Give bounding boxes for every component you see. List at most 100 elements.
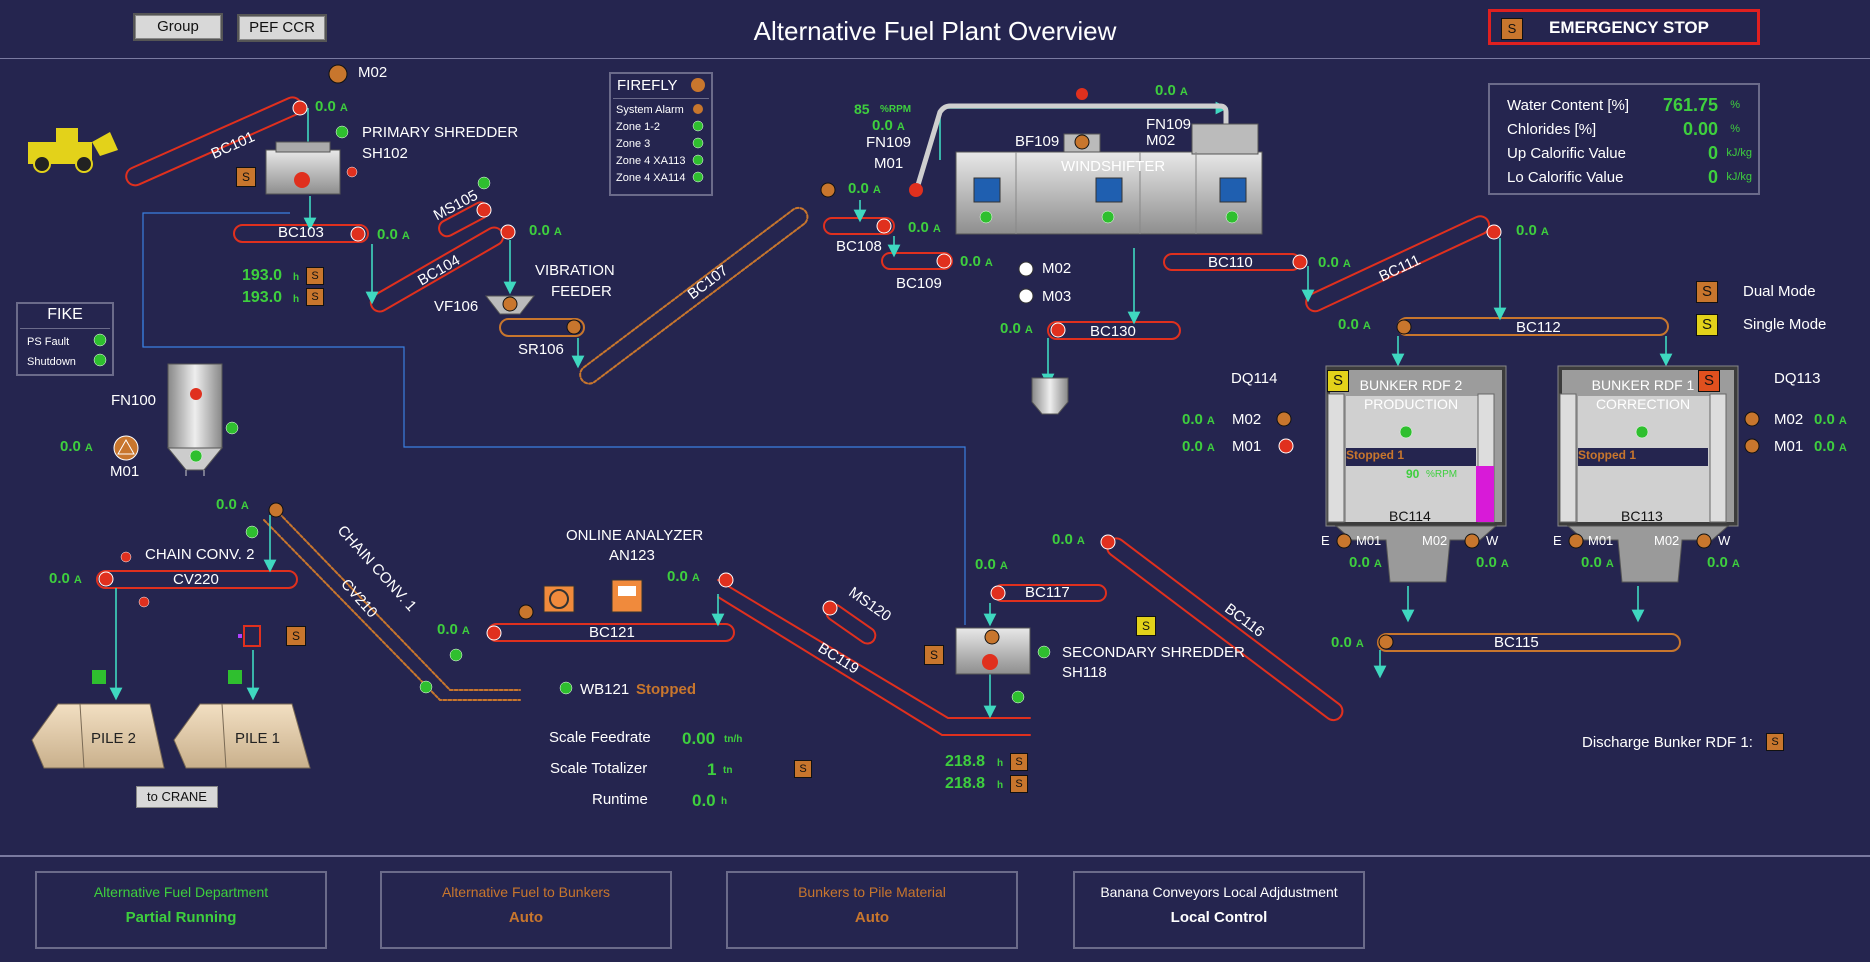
windshifter-label: WINDSHIFTER [1061,158,1166,175]
sh118-hours-2-unit: h [997,780,1004,791]
online-analyzer-an123[interactable] [543,579,643,613]
amp-value: 0.0 [872,117,893,134]
pile-s-button[interactable]: S [286,626,306,646]
m02-b2-label: M02 [1422,533,1448,548]
fan-m01-icon[interactable] [113,435,139,461]
bunker-rdf-2[interactable] [1325,365,1507,583]
amp-value: 0.0 [1331,634,1352,651]
amp-unit: A [1838,442,1847,454]
discharge-s-button[interactable]: S [1766,733,1784,751]
bunker2-s-button[interactable]: S [1327,370,1349,392]
amp-unit: A [240,500,249,512]
conveyor-cv210[interactable] [275,509,521,691]
sh102-hours-2-s-button[interactable]: S [306,288,324,306]
sh102-label: SH102 [362,145,408,162]
amp-unit: A [1731,558,1740,570]
sh102-hours-1-unit: h [293,272,300,283]
filter-fn100[interactable] [166,363,224,476]
status-box-bunkers-to-pile[interactable]: Bunkers to Pile Material Auto [726,871,1018,949]
amp-unit: A [1838,415,1847,427]
conveyor-bc119[interactable] [717,579,1031,719]
dual-mode-button[interactable]: S [1696,281,1718,303]
to-crane-button[interactable]: to CRANE [136,786,218,808]
sh118-s-button[interactable]: S [924,645,944,665]
pef-ccr-button[interactable]: PEF CCR [237,14,327,42]
m02-dq114-label: M02 [1232,411,1262,428]
conveyor-sr106[interactable] [499,318,585,337]
status-value: Auto [854,909,890,926]
sh118-hours-1-s-button[interactable]: S [1010,753,1028,771]
water-content-unit: % [1730,99,1740,111]
status-box-af-to-bunkers[interactable]: Alternative Fuel to Bunkers Auto [380,871,672,949]
sh102-hours-2-unit: h [293,294,300,305]
bc109-label: BC109 [896,275,942,292]
status-box-af-department[interactable]: Alternative Fuel Department Partial Runn… [35,871,327,949]
conveyor-bc107[interactable] [577,204,811,387]
lo-calorific-unit: kJ/kg [1726,171,1752,183]
conveyor-bc115[interactable] [1377,633,1681,652]
control-lines [142,212,966,625]
conveyor-bc109[interactable] [881,252,953,270]
bc113-label: BC113 [1621,508,1663,524]
amp-unit: A [1076,535,1085,547]
fike-ps-fault-label: PS Fault [27,336,70,348]
amp-unit: A [872,184,881,196]
bunker-rdf1-subtitle: CORRECTION [1595,396,1691,412]
m02-top-label: M02 [358,64,388,81]
amp-value: 0.0 [1516,222,1537,239]
status-value: Partial Running [125,909,237,926]
bunker2-status: Stopped 1 [1346,448,1405,462]
conveyor-cv220[interactable] [96,570,298,589]
m01-b2-label: M01 [1356,533,1382,548]
amp-value: 0.0 [49,570,70,587]
bunker2-rpm-value: 90 [1406,467,1420,481]
status-title: Banana Conveyors Local Adjdustment [1100,884,1338,900]
conveyor-bc103[interactable] [233,224,369,243]
bc114-label: BC114 [1389,508,1431,524]
bunker-rdf-1[interactable] [1557,365,1739,583]
amp-unit: A [1355,638,1364,650]
sh102-s-button[interactable]: S [236,167,256,187]
scale-totalizer-s-button[interactable]: S [794,760,812,778]
firefly-zone-3: Zone 3 [616,138,651,150]
amp-unit: A [691,572,700,584]
firefly-zone-4-xa114: Zone 4 XA114 [616,172,686,184]
estop-s-badge: S [1501,18,1523,40]
pile1-diverter[interactable] [243,625,261,647]
conveyor-bc111[interactable] [1303,213,1492,314]
amp-unit: A [1179,86,1188,98]
conveyor-bc130[interactable] [1047,321,1181,340]
sh102-hours-1-s-button[interactable]: S [306,267,324,285]
wb121-status: Stopped [636,681,696,698]
motor-icons[interactable] [93,64,1760,704]
group-button[interactable]: Group [133,13,223,41]
emergency-stop-button[interactable]: S EMERGENCY STOP [1488,9,1760,45]
bc130-label: BC130 [1090,323,1136,340]
bunker-rdf2-subtitle: PRODUCTION [1363,396,1459,412]
sh118-s-yellow-button[interactable]: S [1136,616,1156,636]
status-title: Alternative Fuel Department [93,884,269,900]
single-mode-button[interactable]: S [1696,314,1718,336]
bunker-rdf2-title: BUNKER RDF 2 [1359,377,1463,393]
scale-feedrate-label: Scale Feedrate [549,729,651,746]
status-box-banana-conveyors[interactable]: Banana Conveyors Local Adjdustment Local… [1073,871,1365,949]
dual-mode-label: Dual Mode [1743,283,1816,300]
sh118-hours-2-s-button[interactable]: S [1010,775,1028,793]
an123-label: AN123 [609,547,655,564]
bunker1-s-button[interactable]: S [1698,370,1720,392]
amp-value: 0.0 [1349,554,1370,571]
